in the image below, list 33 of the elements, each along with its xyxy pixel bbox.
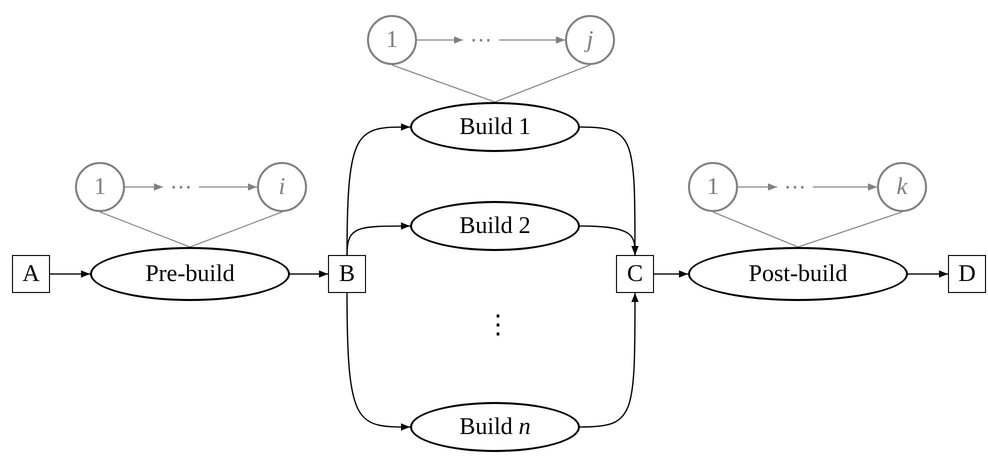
arrow xyxy=(498,36,566,44)
process-ellipse: Post-build xyxy=(688,247,908,301)
arrow xyxy=(50,270,90,278)
ellipsis-text: ⋯ xyxy=(777,174,813,200)
arrow xyxy=(416,36,464,44)
arrow xyxy=(580,293,639,428)
arrow xyxy=(124,183,164,191)
process-ellipse: Build 2 xyxy=(410,201,580,251)
process-ellipse: Pre-build xyxy=(90,247,290,301)
arrow xyxy=(580,225,639,255)
process-box: C xyxy=(616,255,654,293)
arrow xyxy=(346,222,410,256)
process-box: D xyxy=(948,255,986,293)
ellipsis-text: ⋯ xyxy=(463,27,499,53)
process-box: B xyxy=(328,255,366,293)
arrow xyxy=(198,183,258,191)
vertical-ellipsis: ⋮ xyxy=(485,312,505,338)
arrow xyxy=(654,270,688,278)
connector-line xyxy=(190,212,282,248)
arrow xyxy=(290,270,328,278)
process-ellipse: Build 1 xyxy=(410,102,580,152)
connector-line xyxy=(494,64,590,102)
process-box: A xyxy=(12,255,50,293)
connector-line xyxy=(392,64,496,102)
connector-line xyxy=(712,212,798,248)
arrow xyxy=(908,270,948,278)
arrow xyxy=(346,293,410,431)
ellipsis-text: ⋯ xyxy=(163,174,199,200)
connector-line xyxy=(798,212,902,248)
arrow xyxy=(738,183,778,191)
process-ellipse: Build n xyxy=(410,402,580,452)
arrow xyxy=(812,183,878,191)
connector-line xyxy=(100,212,190,248)
